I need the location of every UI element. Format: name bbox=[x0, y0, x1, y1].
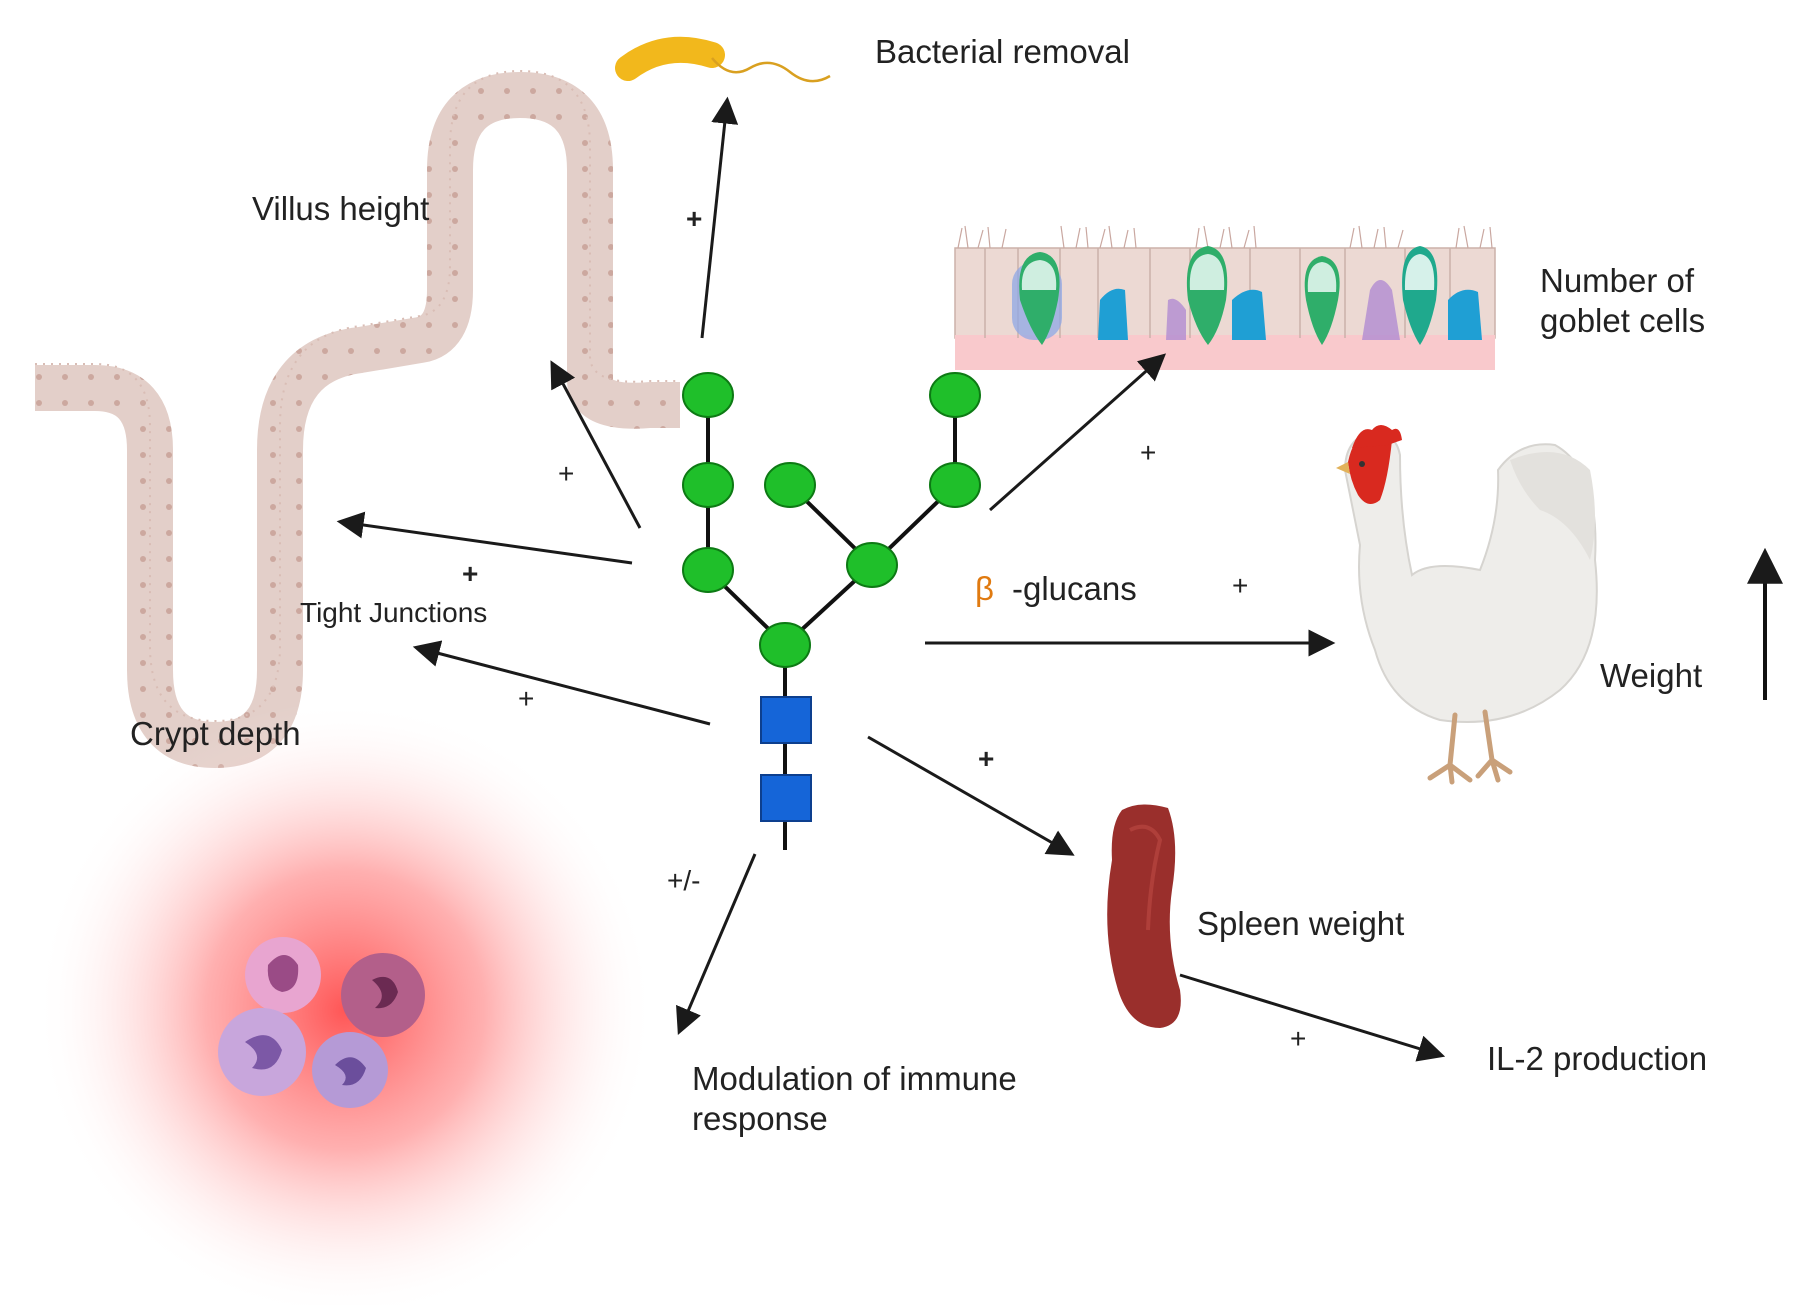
bacterium-icon bbox=[615, 36, 831, 83]
goblet-cell-epithelium-icon bbox=[954, 225, 1496, 370]
label-glucans: -glucans bbox=[1012, 570, 1137, 607]
labels: Bacterial removal Villus height Number o… bbox=[130, 33, 1707, 1137]
chicken-icon bbox=[1336, 425, 1598, 785]
arrow-immune bbox=[676, 853, 757, 1035]
label-tight-junctions: Tight Junctions bbox=[300, 597, 487, 628]
arrow-il2 bbox=[1179, 973, 1446, 1062]
arrow-spleen bbox=[867, 735, 1075, 856]
arrow-crypt bbox=[412, 640, 711, 726]
label-spleen-weight: Spleen weight bbox=[1197, 905, 1404, 942]
sign-il2: + bbox=[1290, 1023, 1306, 1054]
signs: + + + + + + + +/- + bbox=[462, 203, 1306, 1054]
sign-weight: + bbox=[1232, 570, 1248, 601]
label-beta-symbol: β bbox=[975, 570, 994, 607]
sign-tight: + bbox=[462, 558, 478, 589]
arrows bbox=[336, 96, 1783, 1062]
label-immune-line2: response bbox=[692, 1100, 828, 1137]
arrow-bacterial bbox=[700, 96, 739, 339]
label-crypt-depth: Crypt depth bbox=[130, 715, 301, 752]
label-bacterial-removal: Bacterial removal bbox=[875, 33, 1130, 70]
immune-cells-icon bbox=[35, 700, 655, 1305]
sign-goblet: + bbox=[1140, 437, 1156, 468]
intestinal-villi-icon bbox=[35, 69, 680, 768]
sign-spleen: + bbox=[978, 743, 994, 774]
arrow-villus bbox=[550, 360, 642, 529]
label-villus-height: Villus height bbox=[252, 190, 429, 227]
label-weight: Weight bbox=[1600, 657, 1702, 694]
label-immune-line1: Modulation of immune bbox=[692, 1060, 1017, 1097]
arrow-goblet bbox=[989, 353, 1167, 512]
spleen-icon bbox=[1107, 804, 1181, 1028]
label-il2: IL-2 production bbox=[1487, 1040, 1707, 1077]
sign-immune: +/- bbox=[667, 865, 700, 896]
sign-crypt: + bbox=[518, 683, 534, 714]
arrow-tight-junctions bbox=[336, 511, 633, 565]
sign-villus: + bbox=[558, 458, 574, 489]
label-goblet-line2: goblet cells bbox=[1540, 302, 1705, 339]
label-goblet-line1: Number of bbox=[1540, 262, 1695, 299]
beta-glucan-molecule-icon bbox=[682, 372, 981, 850]
sign-bacterial: + bbox=[686, 203, 702, 234]
